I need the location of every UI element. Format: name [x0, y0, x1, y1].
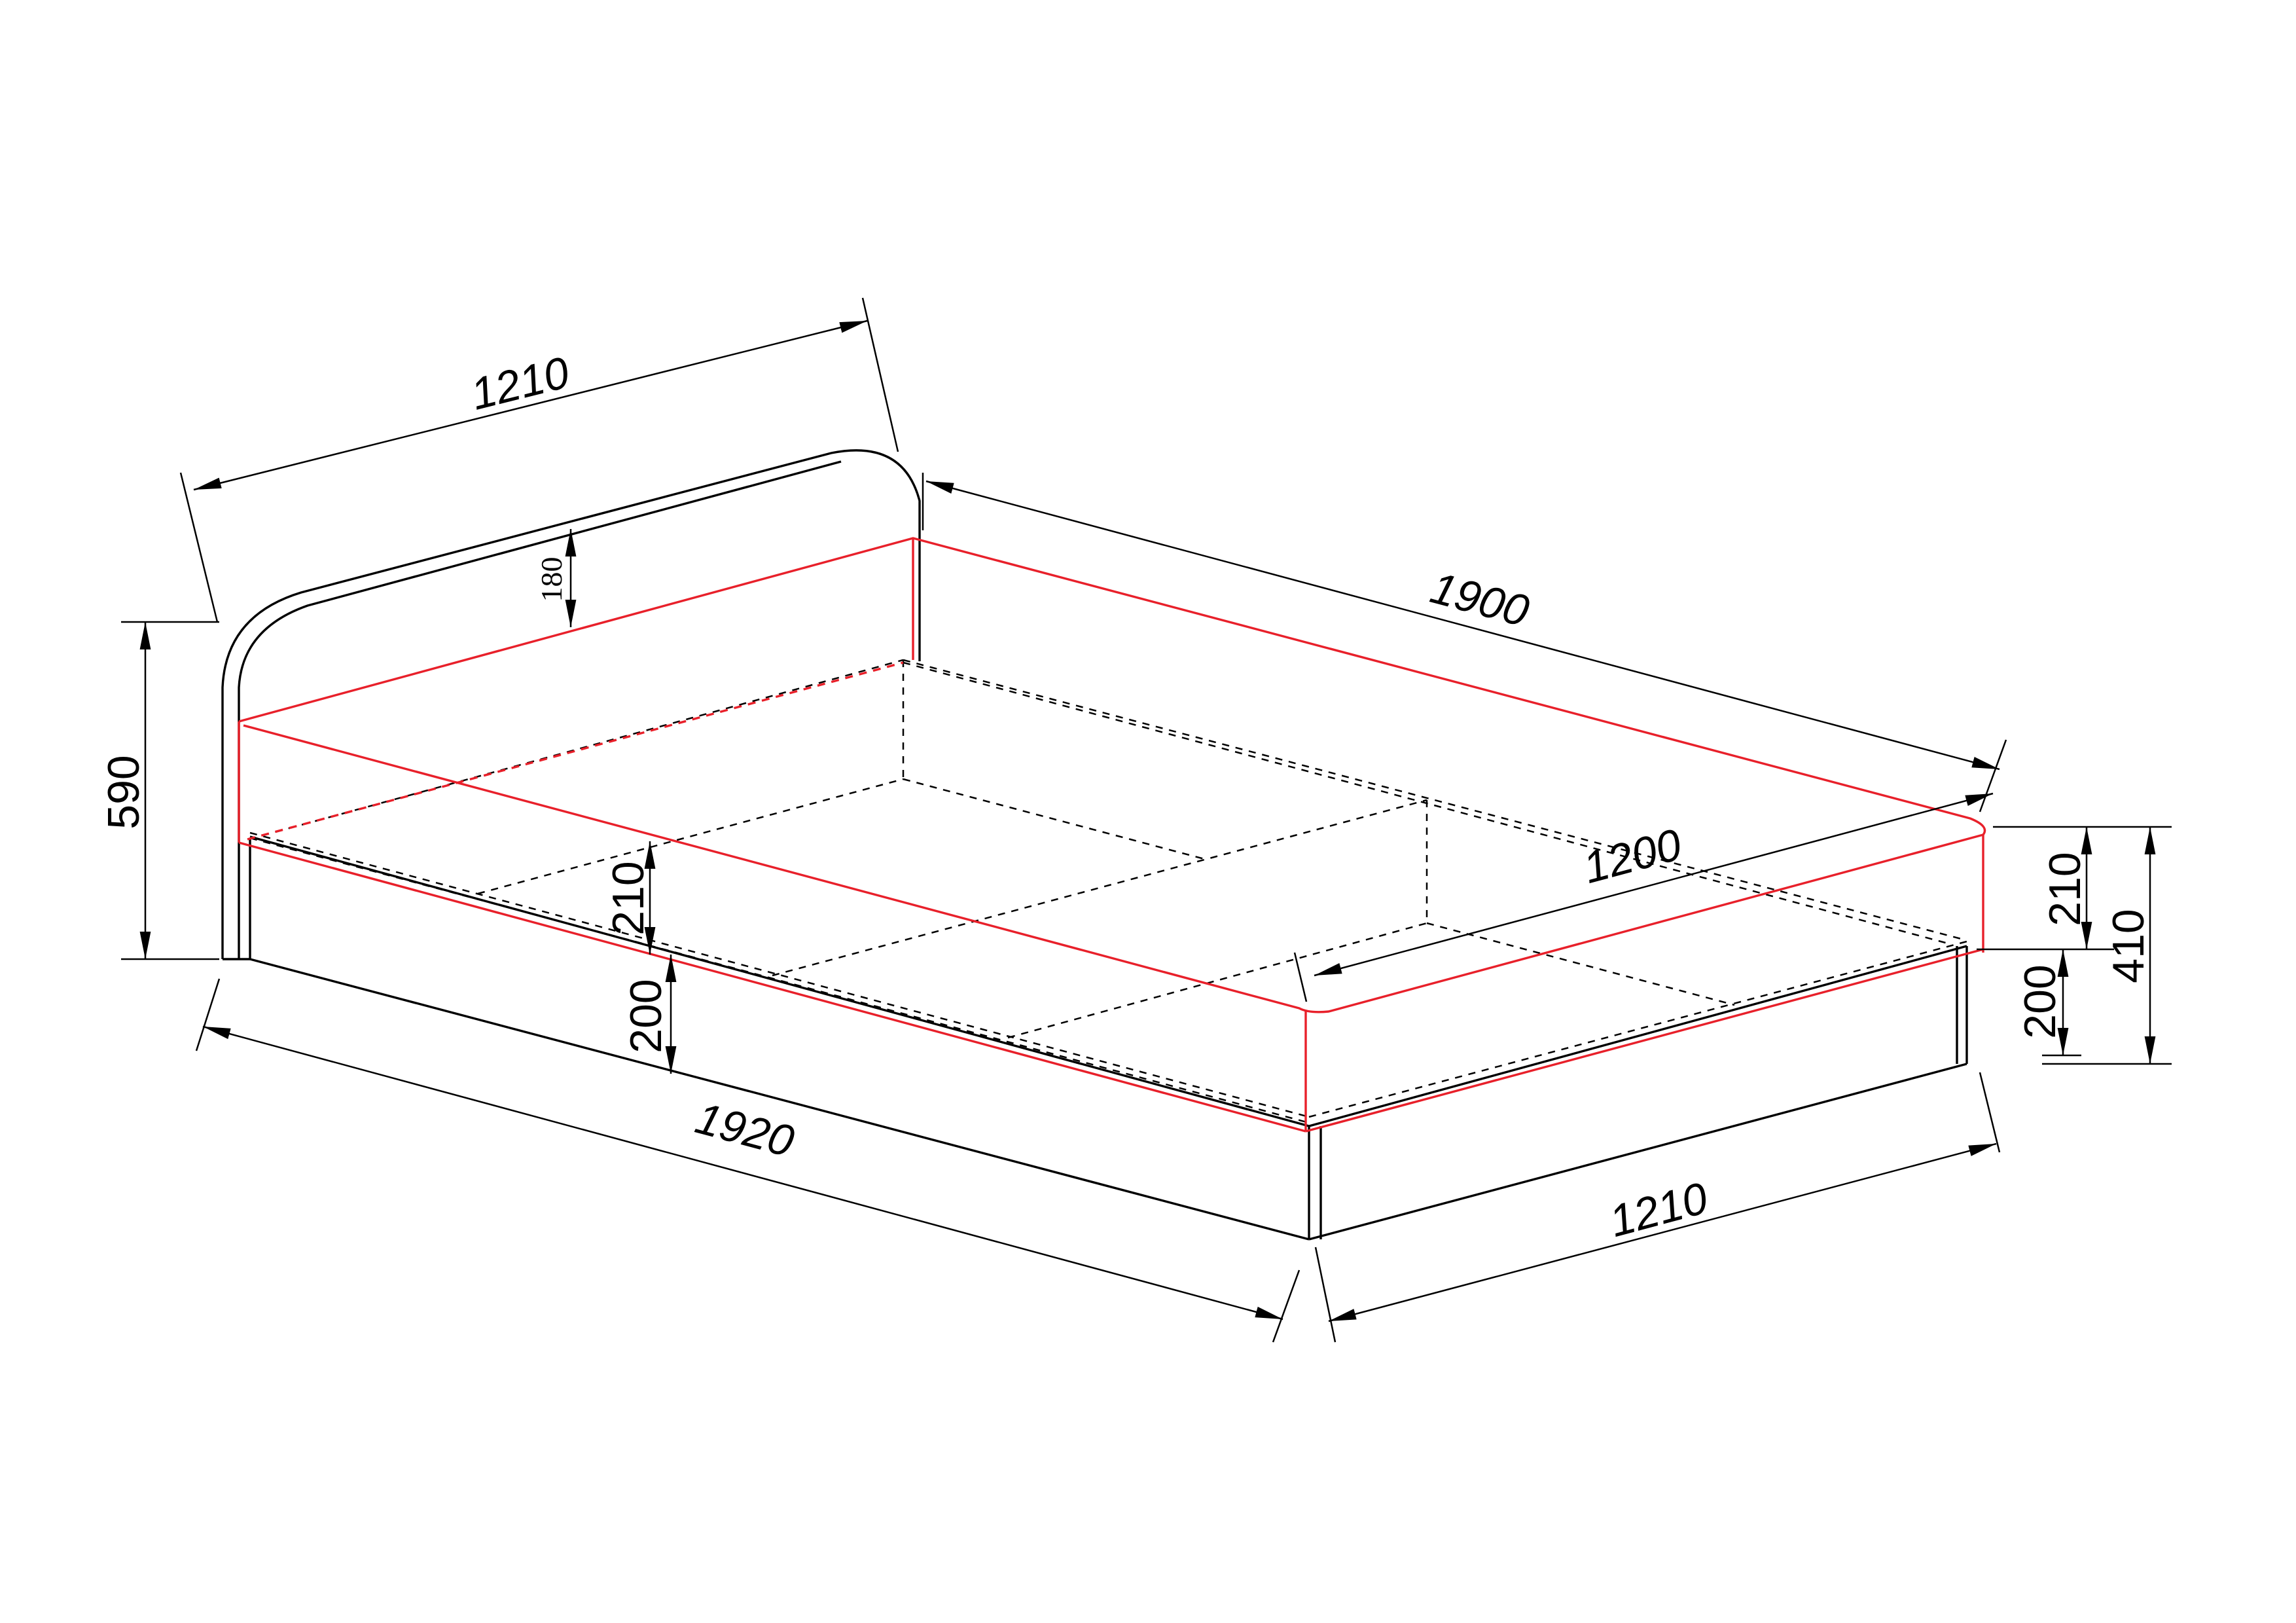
- dimension-mattress-width: 1200: [1293, 792, 1994, 1002]
- dimension-headboard-height: 590: [99, 621, 219, 960]
- dim-label-overall-length: 1920: [691, 1093, 799, 1167]
- dim-label-total-height-right: 410: [2104, 909, 2153, 983]
- ext-line-mattress-width: [1293, 952, 1308, 1002]
- hidden-front-bottom-2: [249, 831, 1310, 1118]
- ext-line-left: [179, 472, 219, 623]
- mattress: [238, 537, 1986, 1133]
- dimension-headboard-thickness: 180: [535, 529, 577, 627]
- dim-label-headboard-width: 1210: [466, 347, 574, 419]
- hidden-slat-5: [1426, 922, 1735, 1006]
- dim-label-mattress-height-right: 210: [2040, 852, 2090, 926]
- base-top-side-edge: [1308, 945, 1967, 1127]
- dim-line-mattress-width: [1314, 792, 1994, 977]
- bed-base: [249, 835, 1968, 1241]
- dim-line-foot-width: [1328, 1142, 1997, 1322]
- ext-line-left: [1314, 1247, 1336, 1343]
- base-front-bottom-edge: [249, 958, 1310, 1241]
- dim-label-mattress-width: 1200: [1578, 819, 1687, 893]
- dim-label-foot-width: 1210: [1604, 1173, 1713, 1247]
- ext-line-right: [861, 297, 899, 452]
- dim-label-base-height-right: 200: [2015, 964, 2065, 1038]
- hidden-slat-2: [903, 778, 1205, 860]
- ext-line-right: [1979, 1072, 2001, 1153]
- dim-label-headboard-height: 590: [99, 755, 149, 829]
- headboard-outer-outline: [221, 449, 921, 959]
- dim-line-mattress-length: [925, 480, 2000, 771]
- ext-line-right: [1272, 1269, 1300, 1343]
- mattress-side-bottom: [1305, 948, 1984, 1133]
- dim-line-headboard-width: [193, 319, 868, 491]
- dim-label-base-height-left: 200: [621, 979, 671, 1053]
- dim-label-headboard-thickness: 180: [535, 557, 568, 602]
- hidden-mattress-back-bottom: [248, 659, 904, 841]
- dim-label-mattress-length: 1900: [1426, 563, 1534, 637]
- dimension-right-heights: 210 410 200: [1977, 826, 2172, 1065]
- hidden-mattress-right-bottom: [903, 659, 1964, 941]
- hidden-slat-4: [1007, 922, 1427, 1039]
- dimension-mattress-length: 1900: [922, 473, 2007, 812]
- hidden-lines: [248, 659, 1967, 1124]
- mattress-back-bottom: [247, 661, 904, 841]
- dim-line-overall-length: [202, 1025, 1283, 1321]
- mattress-top-outline: [238, 537, 1986, 1013]
- ext-line-left: [195, 978, 221, 1051]
- mattress-front-bottom: [238, 841, 1306, 1133]
- headboard-inner-outline: [238, 460, 842, 959]
- ext-line-front: [1979, 739, 2007, 812]
- headboard: [221, 449, 921, 960]
- hidden-slat-1: [477, 778, 904, 895]
- dimension-foot-width: 1210: [1314, 1072, 2001, 1343]
- dim-label-mattress-height-left: 210: [603, 861, 653, 935]
- dimension-overall-length: 1920: [195, 978, 1300, 1343]
